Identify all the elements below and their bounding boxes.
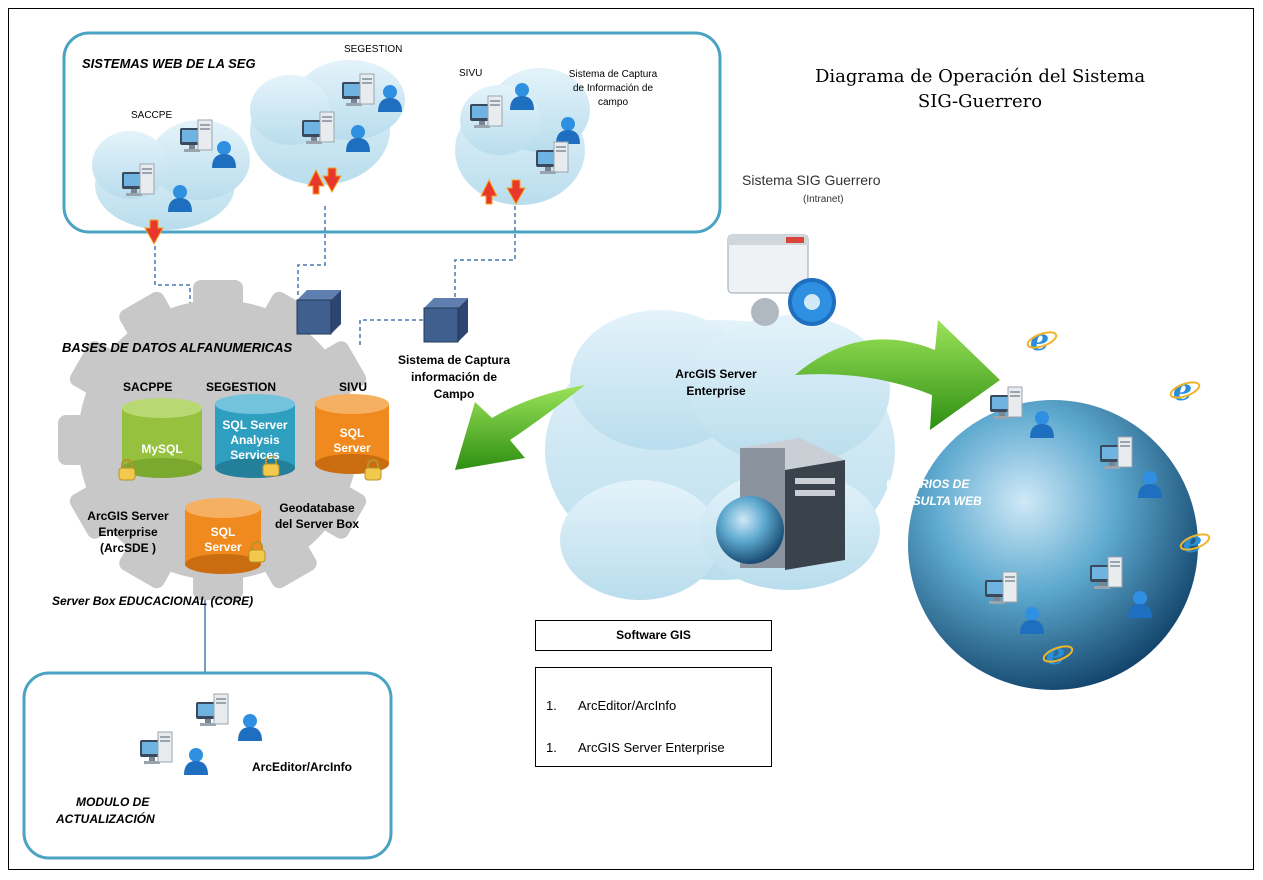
- modulo-line-2: ACTUALIZACIÓN: [56, 812, 155, 826]
- modulo-container: [22, 671, 393, 860]
- title-line-1: Diagrama de Operación del Sistema: [814, 66, 1146, 87]
- arcsde-line-2: Enterprise: [98, 525, 158, 539]
- captura-web-line-2: de Información de: [572, 83, 654, 94]
- modulo-editor-label: ArcEditor/ArcInfo: [252, 760, 353, 774]
- software-item-label: ArcEditor/ArcInfo: [578, 698, 677, 713]
- sql-sivu-line-1: SQL: [339, 426, 365, 440]
- sqlas-line-1: SQL Server: [222, 418, 288, 432]
- geodb-line-1: Geodatabase: [279, 501, 355, 515]
- sql-core-database-icon: [185, 498, 261, 574]
- arcgis-cloud-line-2: Enterprise: [686, 384, 746, 398]
- software-item: 1. ArcEditor/ArcInfo: [546, 698, 676, 713]
- usuarios-line-1: USUARIOS DE: [886, 477, 970, 491]
- captura-web-line-1: Sistema de Captura: [568, 69, 658, 80]
- arcsde-line-1: ArcGIS Server: [87, 509, 169, 523]
- arcgis-cloud-line-1: ArcGIS Server: [675, 367, 757, 381]
- captura-web-label: Sistema de Captura de Información de cam…: [568, 68, 658, 110]
- arcsde-line-3: (ArcSDE ): [99, 541, 156, 555]
- software-list-box: 1. ArcEditor/ArcInfo 1. ArcGIS Server Ente…: [535, 667, 772, 767]
- ie-icon: [1167, 372, 1203, 409]
- sig-label: Sistema SIG Guerrero: [742, 172, 881, 188]
- captura-campo-line-1: Sistema de Captura: [397, 353, 511, 367]
- sqlas-line-2: Analysis: [230, 433, 280, 447]
- arcgis-cloud-label: ArcGIS Server Enterprise: [662, 366, 770, 400]
- sql-sivu-line-2: Server: [333, 441, 371, 455]
- captura-campo-line-2: información de: [410, 370, 497, 384]
- db-label-segestion: SEGESTION: [206, 380, 277, 394]
- geodb-line-2: del Server Box: [274, 517, 360, 531]
- saccpe-label: SACCPE: [131, 110, 173, 121]
- modulo-title: MODULO DE ACTUALIZACIÓN: [56, 794, 155, 828]
- db-label-sacppe: SACPPE: [123, 380, 173, 394]
- software-item: 1. ArcGIS Server Enterprise: [546, 740, 725, 755]
- software-item-number: 1.: [546, 698, 557, 713]
- db-label-sivu: SIVU: [339, 380, 368, 394]
- geodatabase-label: Geodatabase del Server Box: [262, 500, 372, 532]
- software-item-label: ArcGIS Server Enterprise: [578, 740, 725, 755]
- sql-core-line-1: SQL: [210, 525, 236, 539]
- sivu-label: SIVU: [459, 68, 483, 79]
- sync-arrows-icon: [144, 167, 526, 246]
- sql-core-label: SQL Server: [185, 525, 261, 555]
- sql-core-line-2: Server: [204, 540, 242, 554]
- saccpe-cloud: [92, 120, 250, 230]
- title-line-2: SIG-Guerrero: [917, 91, 1043, 112]
- right-arrow-icon: [795, 320, 1000, 430]
- earth-globe-icon: [908, 400, 1198, 690]
- core-label: Server Box EDUCACIONAL (CORE): [52, 594, 254, 608]
- ie-icon: [1024, 322, 1060, 359]
- cube-icon: [296, 289, 342, 335]
- software-item-number: 1.: [546, 740, 557, 755]
- web-systems-title: SISTEMAS WEB DE LA SEG: [82, 56, 256, 71]
- captura-campo-label: Sistema de Captura información de Campo: [386, 352, 522, 403]
- mysql-label: MySQL: [141, 442, 183, 456]
- cube-icon: [423, 297, 469, 343]
- sqlas-label: SQL Server Analysis Services: [215, 418, 295, 463]
- sql-database-icon: [315, 394, 389, 474]
- mysql-database-icon: [122, 398, 202, 478]
- software-title-box: Software GIS: [535, 620, 772, 651]
- globe-icon: [716, 496, 784, 564]
- arcsde-label: ArcGIS Server Enterprise (ArcSDE ): [72, 508, 184, 556]
- usuarios-line-2: CONSULTA WEB: [886, 494, 982, 508]
- modulo-line-1: MODULO DE: [76, 795, 150, 809]
- diagram-frame: [8, 8, 1254, 870]
- sqlas-line-3: Services: [230, 448, 280, 462]
- captura-campo-line-3: Campo: [433, 387, 475, 401]
- usuarios-label: USUARIOS DE CONSULTA WEB: [886, 476, 982, 510]
- diagram-title: Diagrama de Operación del Sistema SIG-Gu…: [810, 64, 1150, 114]
- sig-sublabel: (Intranet): [803, 194, 844, 205]
- captura-web-line-3: campo: [597, 97, 628, 108]
- ie-icon: [1177, 524, 1213, 561]
- databases-title: BASES DE DATOS ALFANUMERICAS: [62, 340, 293, 355]
- software-title: Software GIS: [616, 628, 691, 642]
- segestion-label: SEGESTION: [344, 44, 403, 55]
- left-arrow-icon: [455, 385, 585, 470]
- app-window-icon: [727, 234, 836, 326]
- sql-sivu-label: SQL Server: [315, 426, 389, 456]
